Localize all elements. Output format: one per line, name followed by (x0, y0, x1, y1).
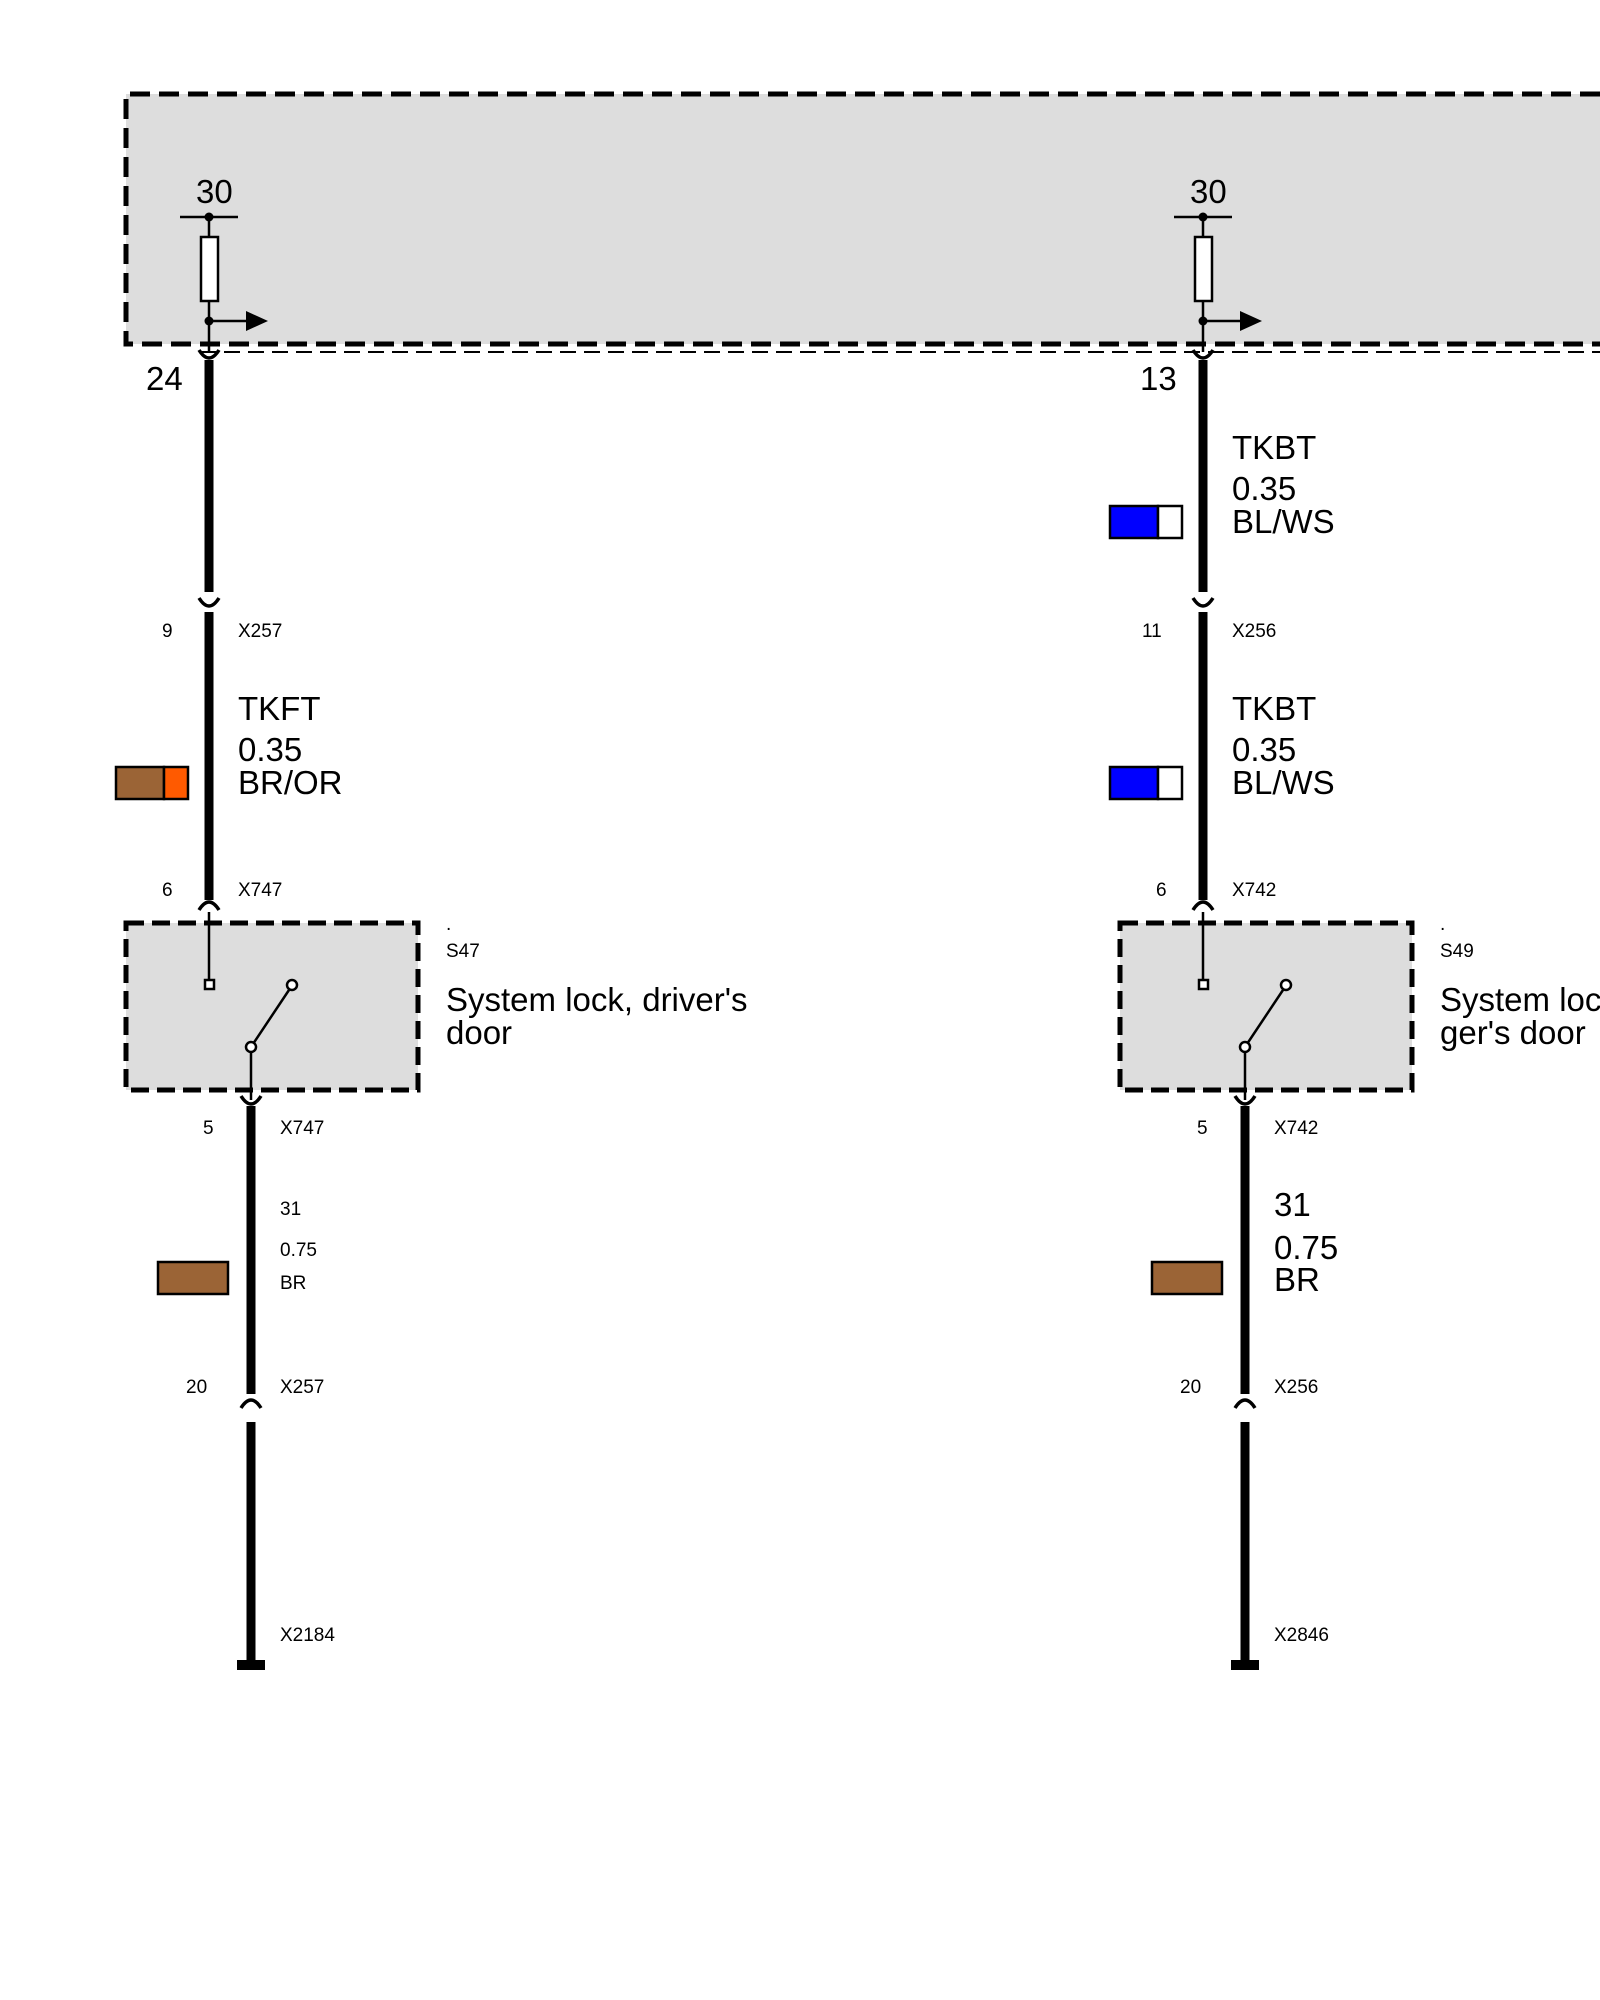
right-connector-c-socket (1233, 1095, 1257, 1106)
left-wire-mid-size: 0.35 (238, 731, 302, 768)
right-wire-ground-size: 0.75 (1274, 1229, 1338, 1266)
left-switch-name-line2: door (446, 1014, 512, 1051)
right-wire-mid-color: BL/WS (1232, 764, 1335, 801)
right-connector-c-pin: 5 (1197, 1118, 1208, 1139)
left-fuse (180, 212, 268, 352)
right-connector-d-socket (1233, 1398, 1257, 1409)
right-connector-b-name: X742 (1232, 880, 1276, 901)
left-switch-id: S47 (446, 941, 480, 962)
left-wire-ground-swatch (156, 1260, 230, 1296)
right-wire-top-size: 0.35 (1232, 470, 1296, 507)
left-connector-d-pin: 20 (186, 1377, 207, 1398)
right-connector-a-socket (1191, 597, 1215, 608)
right-connector-a-pin: 11 (1142, 621, 1162, 642)
right-ground-symbol (1231, 1660, 1259, 1670)
left-connector-d-name: X257 (280, 1377, 324, 1398)
left-connector-a-pin: 9 (162, 621, 173, 642)
left-terminal-label: 30 (196, 173, 233, 210)
right-module-pin: 13 (1140, 360, 1177, 397)
right-switch-id: S49 (1440, 941, 1474, 962)
right-module-pin-socket (1191, 349, 1215, 360)
left-wire-mid-swatch (114, 765, 190, 801)
control-module (123, 91, 1600, 353)
right-switch-name-line1: System lock (1440, 981, 1600, 1018)
right-wire-ground-color: BR (1274, 1261, 1320, 1298)
right-circuit: 30 13 TKBT 0.35 BL/WS 11 X256 TKBT 0.35 … (1108, 173, 1600, 1670)
left-switch (123, 912, 421, 1100)
right-wire-mid-swatch (1108, 765, 1184, 801)
right-wire-mid-size: 0.35 (1232, 731, 1296, 768)
right-connector-a-name: X256 (1232, 621, 1276, 642)
right-wire-top-swatch (1108, 504, 1184, 540)
right-ground-name: X2846 (1274, 1625, 1329, 1646)
right-connector-b-pin: 6 (1156, 880, 1167, 901)
left-module-pin-socket (197, 349, 221, 360)
right-wire-mid-code: TKBT (1232, 690, 1316, 727)
left-connector-d-socket (239, 1398, 263, 1409)
right-fuse (1174, 212, 1262, 352)
left-circuit: 30 24 9 X257 TKFT 0.35 BR/OR 6 X747 . S4… (114, 173, 748, 1670)
right-wire-top-code: TKBT (1232, 429, 1316, 466)
left-connector-c-name: X747 (280, 1118, 324, 1139)
right-wire-top-color: BL/WS (1232, 503, 1335, 540)
left-connector-c-pin: 5 (203, 1118, 214, 1139)
right-connector-d-pin: 20 (1180, 1377, 1201, 1398)
left-connector-c-socket (239, 1095, 263, 1106)
left-connector-b-socket (197, 900, 221, 911)
left-wire-mid-color: BR/OR (238, 764, 343, 801)
left-ground-name: X2184 (280, 1625, 335, 1646)
left-wire-mid-code: TKFT (238, 690, 320, 727)
right-switch-name-line2: ger's door (1440, 1014, 1586, 1051)
right-connector-c-name: X742 (1274, 1118, 1318, 1139)
right-switch-dot: . (1440, 914, 1445, 935)
left-connector-a-socket (197, 597, 221, 608)
left-switch-name-line1: System lock, driver's (446, 981, 748, 1018)
right-switch (1117, 912, 1415, 1100)
left-module-pin: 24 (146, 360, 183, 397)
right-terminal-label: 30 (1190, 173, 1227, 210)
left-connector-b-name: X747 (238, 880, 282, 901)
left-wire-ground-code: 31 (280, 1199, 301, 1220)
left-switch-dot: . (446, 914, 451, 935)
left-connector-a-name: X257 (238, 621, 282, 642)
right-connector-d-name: X256 (1274, 1377, 1318, 1398)
left-wire-ground-size: 0.75 (280, 1240, 317, 1261)
left-connector-b-pin: 6 (162, 880, 173, 901)
right-wire-ground-code: 31 (1274, 1186, 1311, 1223)
left-wire-ground-color: BR (280, 1273, 306, 1294)
right-connector-b-socket (1191, 900, 1215, 911)
right-wire-ground-swatch (1150, 1260, 1224, 1296)
left-ground-symbol (237, 1660, 265, 1670)
